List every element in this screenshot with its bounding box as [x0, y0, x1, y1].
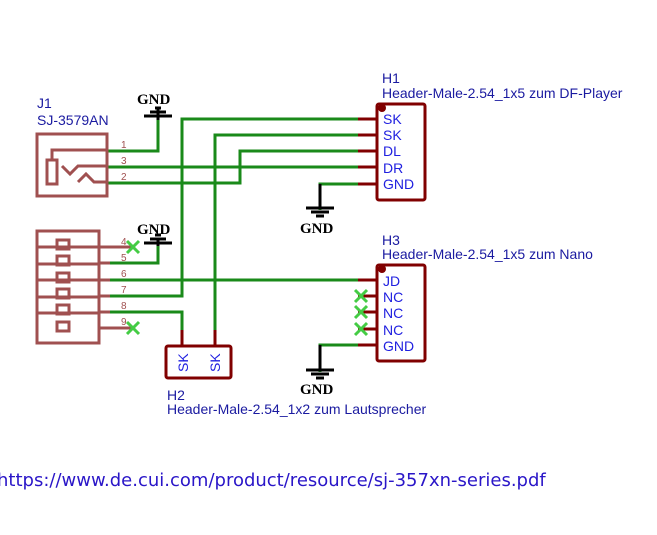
- wire-h1-gnd: [318, 182, 363, 210]
- h3-value: Header-Male-2.54_1x5 zum Nano: [382, 246, 593, 262]
- j1-pin-2: 2: [121, 172, 127, 183]
- h3-pin-nc: NC: [383, 322, 403, 338]
- no-connect-icon: [353, 304, 369, 320]
- wire-j1-pin8-h2: [108, 310, 184, 330]
- j1-pin-6: 6: [121, 269, 127, 280]
- wire-sk1: [108, 117, 363, 298]
- gnd-symbol-top: GND: [137, 92, 172, 120]
- gnd-symbol-h1: GND: [300, 184, 334, 237]
- h1-pin-sk: SK: [383, 111, 402, 127]
- j1-pin-7: 7: [121, 285, 127, 296]
- h3-pin-gnd: GND: [383, 338, 414, 354]
- gnd-symbol-j1: GND: [137, 222, 172, 246]
- gnd-label: GND: [137, 92, 171, 108]
- j1-pin-8: 8: [121, 301, 127, 312]
- wire-sk2: [213, 133, 363, 330]
- wire-h3-gnd: [318, 343, 363, 372]
- h3-pin-nc: NC: [383, 305, 403, 321]
- j1-value: SJ-3579AN: [37, 112, 109, 128]
- wire-j1-pin2-dl: [108, 149, 363, 185]
- j1-pin-9: 9: [121, 317, 127, 328]
- h1-pin-dr: DR: [383, 160, 403, 176]
- h3-pin-nc: NC: [383, 289, 403, 305]
- no-connect-icon: [353, 288, 369, 304]
- j1-footprint: 4 5 6 7 8 9: [35, 229, 141, 345]
- h1-value: Header-Male-2.54_1x5 zum DF-Player: [382, 85, 623, 101]
- wire-j1-pin1-gnd: [108, 120, 160, 153]
- h2-header: SK SK H2 Header-Male-2.54_1x2 zum Lautsp…: [164, 330, 426, 417]
- h1-pin-dl: DL: [383, 143, 401, 159]
- h1-pin-gnd: GND: [383, 176, 414, 192]
- datasheet-url[interactable]: https://www.de.cui.com/product/resource/…: [0, 470, 546, 491]
- j1-pin-1: 1: [121, 140, 127, 151]
- no-connect-icon: [125, 239, 141, 255]
- no-connect-icon: [353, 321, 369, 337]
- j1-pin-5: 5: [121, 253, 127, 264]
- h2-pin-sk: SK: [207, 353, 223, 372]
- j1-ref: J1: [37, 95, 52, 111]
- j1-jack-symbol: J1 SJ-3579AN 1 3 2: [35, 95, 127, 198]
- h1-ref: H1: [382, 70, 400, 86]
- no-connect-icon: [125, 320, 141, 336]
- gnd-label: GND: [300, 221, 334, 237]
- h3-ref: H3: [382, 232, 400, 248]
- wire-j1-pin5-gnd: [108, 246, 160, 265]
- h2-pin-sk: SK: [175, 353, 191, 372]
- h2-ref: H2: [167, 387, 185, 403]
- h1-pin-sk: SK: [383, 127, 402, 143]
- h2-value: Header-Male-2.54_1x2 zum Lautsprecher: [167, 401, 426, 417]
- j1-pin-3: 3: [121, 156, 127, 167]
- j1-pin-4: 4: [121, 237, 127, 248]
- gnd-label: GND: [137, 222, 171, 238]
- h1-header: H1 Header-Male-2.54_1x5 zum DF-Player SK…: [358, 70, 623, 202]
- gnd-label: GND: [300, 382, 334, 398]
- wires: [108, 117, 363, 372]
- h3-pin-jd: JD: [383, 273, 400, 289]
- gnd-symbol-h3: GND: [300, 345, 334, 398]
- h3-header: H3 Header-Male-2.54_1x5 zum Nano JD NC N…: [353, 232, 593, 363]
